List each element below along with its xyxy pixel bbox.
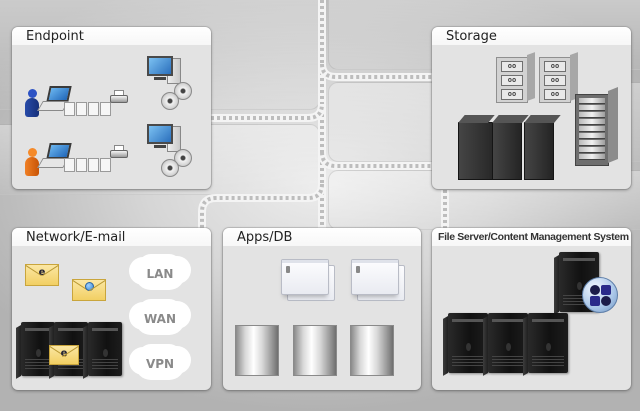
storage-connector-bottom [318,151,432,170]
server-tower-icon [528,313,568,373]
printer-icon [110,145,128,159]
document-icon [76,102,87,116]
endpoint-connector [211,103,326,122]
document-icon [100,102,111,116]
server-tower-icon [492,122,522,180]
email-envelope-icon [72,279,106,301]
document-icon [100,158,111,172]
lan-cloud: LAN [135,258,185,290]
envelope-mark: e [38,267,46,278]
desktop-computer-icon [147,124,191,170]
panel-title: Endpoint [12,27,211,45]
vpn-cloud: VPN [135,348,185,380]
server-tower-icon [524,122,554,180]
wan-cloud: WAN [135,303,185,335]
database-cylinder-icon [235,325,279,376]
database-cylinder-icon [350,325,394,376]
printer-icon [110,90,128,104]
optical-disc-icon [161,159,179,177]
email-envelope-icon: e [25,264,59,286]
panel-title: File Server/Content Management System [432,228,631,246]
optical-disc-icon [174,149,192,167]
document-icon [64,158,75,172]
panel-title: Apps/DB [223,228,421,246]
envelope-mark: e [60,348,68,359]
user-blue-icon [25,89,39,117]
network-email-panel: Network/E-mail e e LAN WAN VPN [12,228,211,390]
desktop-computer-icon [147,56,191,102]
endpoint-panel: Endpoint [12,27,211,189]
cms-badge-icon [582,277,618,313]
rack-storage-icon [575,94,609,166]
document-icon [88,158,99,172]
server-tower-icon [488,313,528,373]
network-connector [198,183,326,228]
database-cylinder-icon [293,325,337,376]
document-icon [64,102,75,116]
application-window-icon [351,259,405,305]
apps-db-panel: Apps/DB [223,228,421,390]
application-window-icon [281,259,335,305]
status-dot-icon [85,282,94,291]
panel-title: Network/E-mail [12,228,211,246]
document-icon [76,158,87,172]
email-envelope-icon: e [49,345,79,365]
optical-disc-icon [174,82,192,100]
panel-title: Storage [432,27,631,45]
server-tower-icon [88,322,122,376]
file-server-cms-panel: File Server/Content Management System [432,228,631,390]
document-icon [88,102,99,116]
user-orange-icon [25,148,39,176]
optical-disc-icon [161,92,179,110]
server-tower-icon [448,313,488,373]
